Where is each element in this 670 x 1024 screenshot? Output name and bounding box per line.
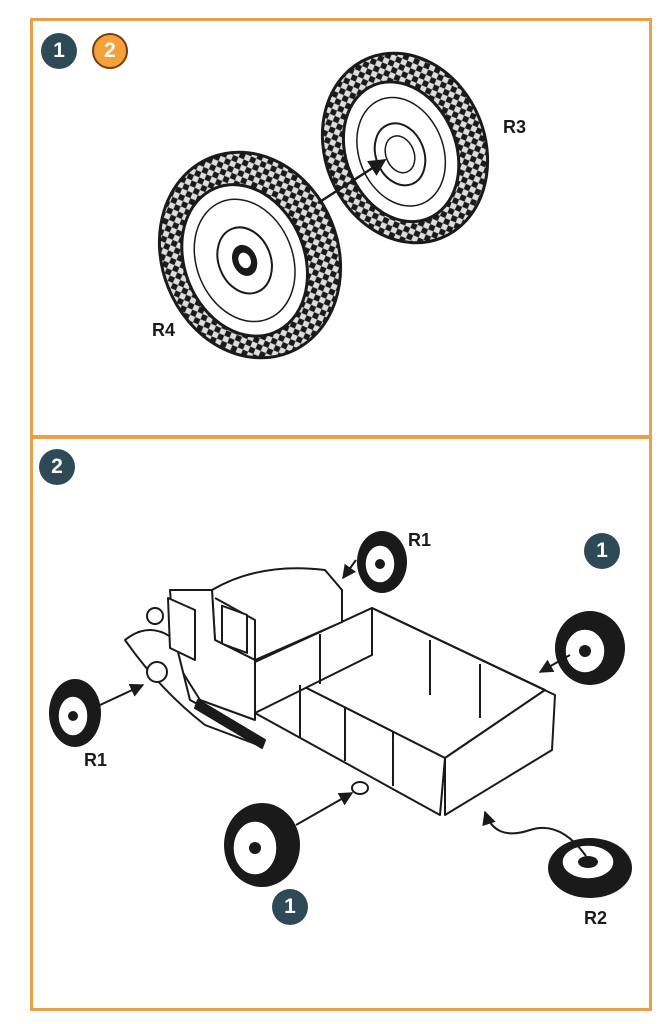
wheel-r2-spare bbox=[548, 838, 632, 898]
step-1-reference-badge-right: 1 bbox=[584, 533, 620, 569]
arrow-r1-left bbox=[99, 683, 145, 706]
truck-chassis bbox=[124, 567, 556, 816]
part-label-r3: R3 bbox=[503, 117, 527, 137]
wheel-r3 bbox=[320, 51, 490, 245]
wheel-r4 bbox=[157, 150, 343, 360]
wheel-r1-left bbox=[49, 679, 101, 747]
part-label-r2: R2 bbox=[584, 908, 608, 928]
arrow-r1-top bbox=[342, 559, 357, 580]
arrow-rear-left bbox=[295, 792, 354, 826]
step-1-number-badge: 1 bbox=[41, 33, 77, 69]
wheel-r1-top bbox=[357, 531, 407, 593]
step-2-reference-badge: 2 bbox=[92, 33, 128, 69]
wheel-rear-left bbox=[224, 803, 300, 887]
step-2-number-badge: 2 bbox=[39, 449, 75, 485]
part-label-r4: R4 bbox=[152, 320, 176, 340]
arrow-r2 bbox=[482, 810, 587, 857]
part-label-r1-top: R1 bbox=[408, 530, 432, 550]
step1-assembly-arrow bbox=[317, 158, 387, 205]
wheel-rear-right bbox=[555, 611, 625, 685]
arrow-rear-right bbox=[538, 654, 571, 673]
step-1-reference-badge-bottom: 1 bbox=[272, 889, 308, 925]
part-label-r1-left: R1 bbox=[84, 750, 108, 770]
